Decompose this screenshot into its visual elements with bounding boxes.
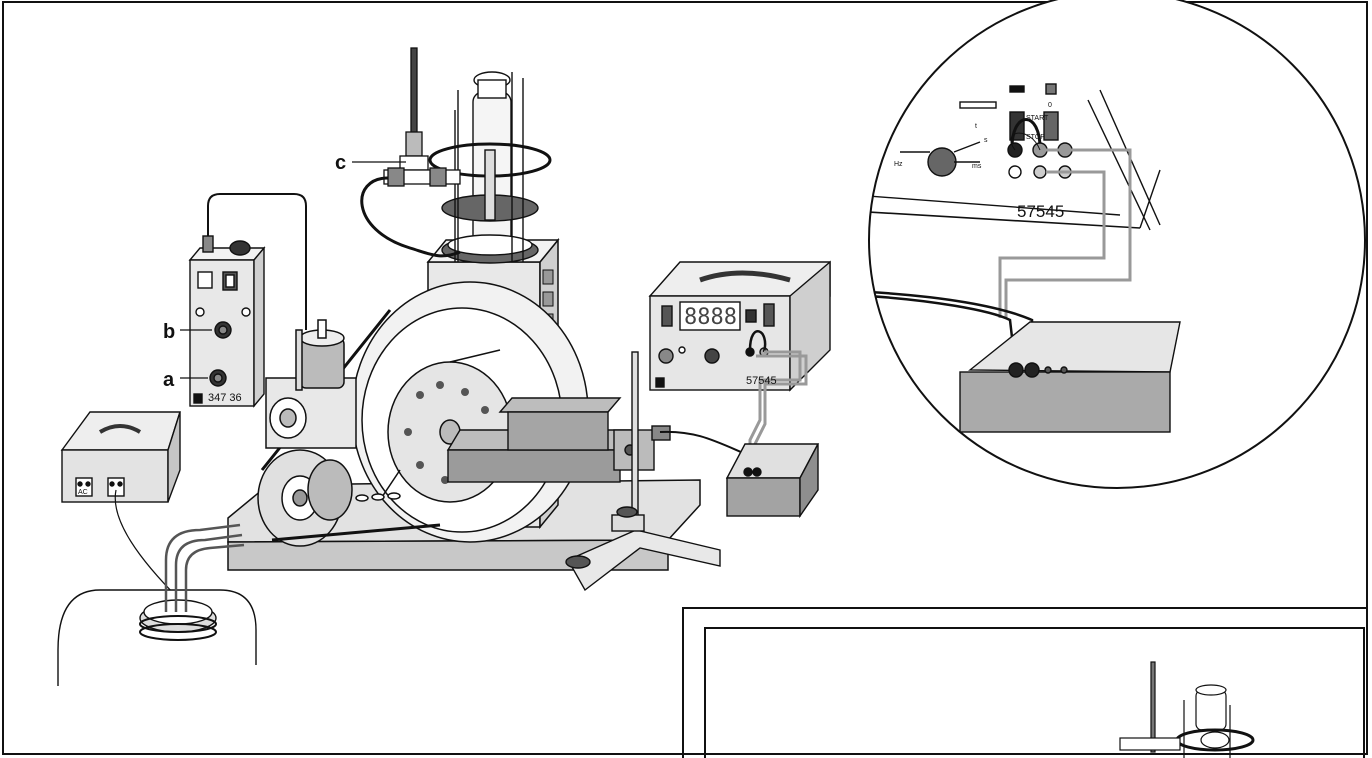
zoom-counter-id: 57545 (1017, 202, 1064, 221)
zoom-start-label: START (1026, 115, 1049, 122)
zoom-s-label: s (984, 137, 988, 144)
glass-cylinder (428, 71, 552, 264)
inset-frame-inner (704, 627, 1365, 758)
zoom-detail (868, 0, 1366, 489)
water-container (57, 523, 257, 686)
label-b: b (163, 321, 175, 343)
supply-ac-label: AC (78, 489, 88, 496)
zoom-ms-label: ms (972, 163, 982, 170)
power-supply (60, 411, 181, 601)
control-unit (188, 193, 307, 408)
sensor-box (725, 443, 820, 519)
control-unit-id: 347 36 (208, 392, 242, 404)
thermometer (360, 47, 461, 258)
zoom-zero-label: 0 (1048, 102, 1052, 109)
label-a: a (163, 369, 175, 391)
counter-id: 57545 (746, 375, 777, 387)
inset-mini-apparatus (1119, 661, 1255, 758)
inset-frame-outer (682, 607, 1367, 758)
counter-display: 8888 (684, 305, 737, 330)
zoom-stop-label: STOP (1026, 134, 1045, 141)
zoom-hz-label: Hz (894, 161, 903, 168)
counter-device (648, 260, 831, 468)
label-c: c (335, 152, 346, 174)
light-barrier-stand (446, 351, 761, 592)
zoom-t-label: t (975, 123, 977, 130)
